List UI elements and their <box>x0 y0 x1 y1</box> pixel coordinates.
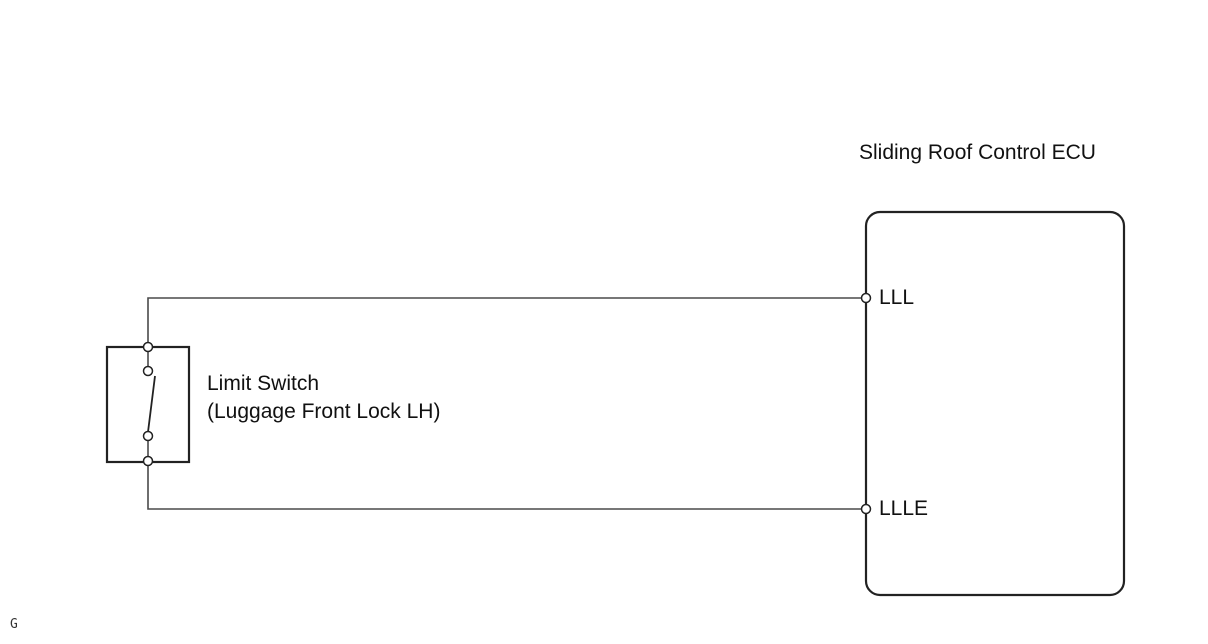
switch-contact-bottom <box>142 430 154 442</box>
wire-llle <box>147 461 866 510</box>
wire-lll <box>147 297 866 347</box>
ecu-terminal-lll <box>860 292 872 304</box>
pin-label-lll: LLL <box>879 286 915 309</box>
switch-contact-top <box>142 365 154 377</box>
switch-name: Limit Switch <box>207 372 320 395</box>
ecu-title: Sliding Roof Control ECU <box>859 141 1096 164</box>
switch-terminal-bottom <box>142 455 154 467</box>
switch-terminal-top <box>142 341 154 353</box>
ecu-terminal-llle <box>860 503 872 515</box>
switch-blade <box>147 375 156 433</box>
pin-label-llle: LLLE <box>879 497 929 520</box>
switch-subtitle: (Luggage Front Lock LH) <box>207 400 441 423</box>
figure-code: G <box>10 617 18 632</box>
ecu-box <box>864 210 1126 597</box>
